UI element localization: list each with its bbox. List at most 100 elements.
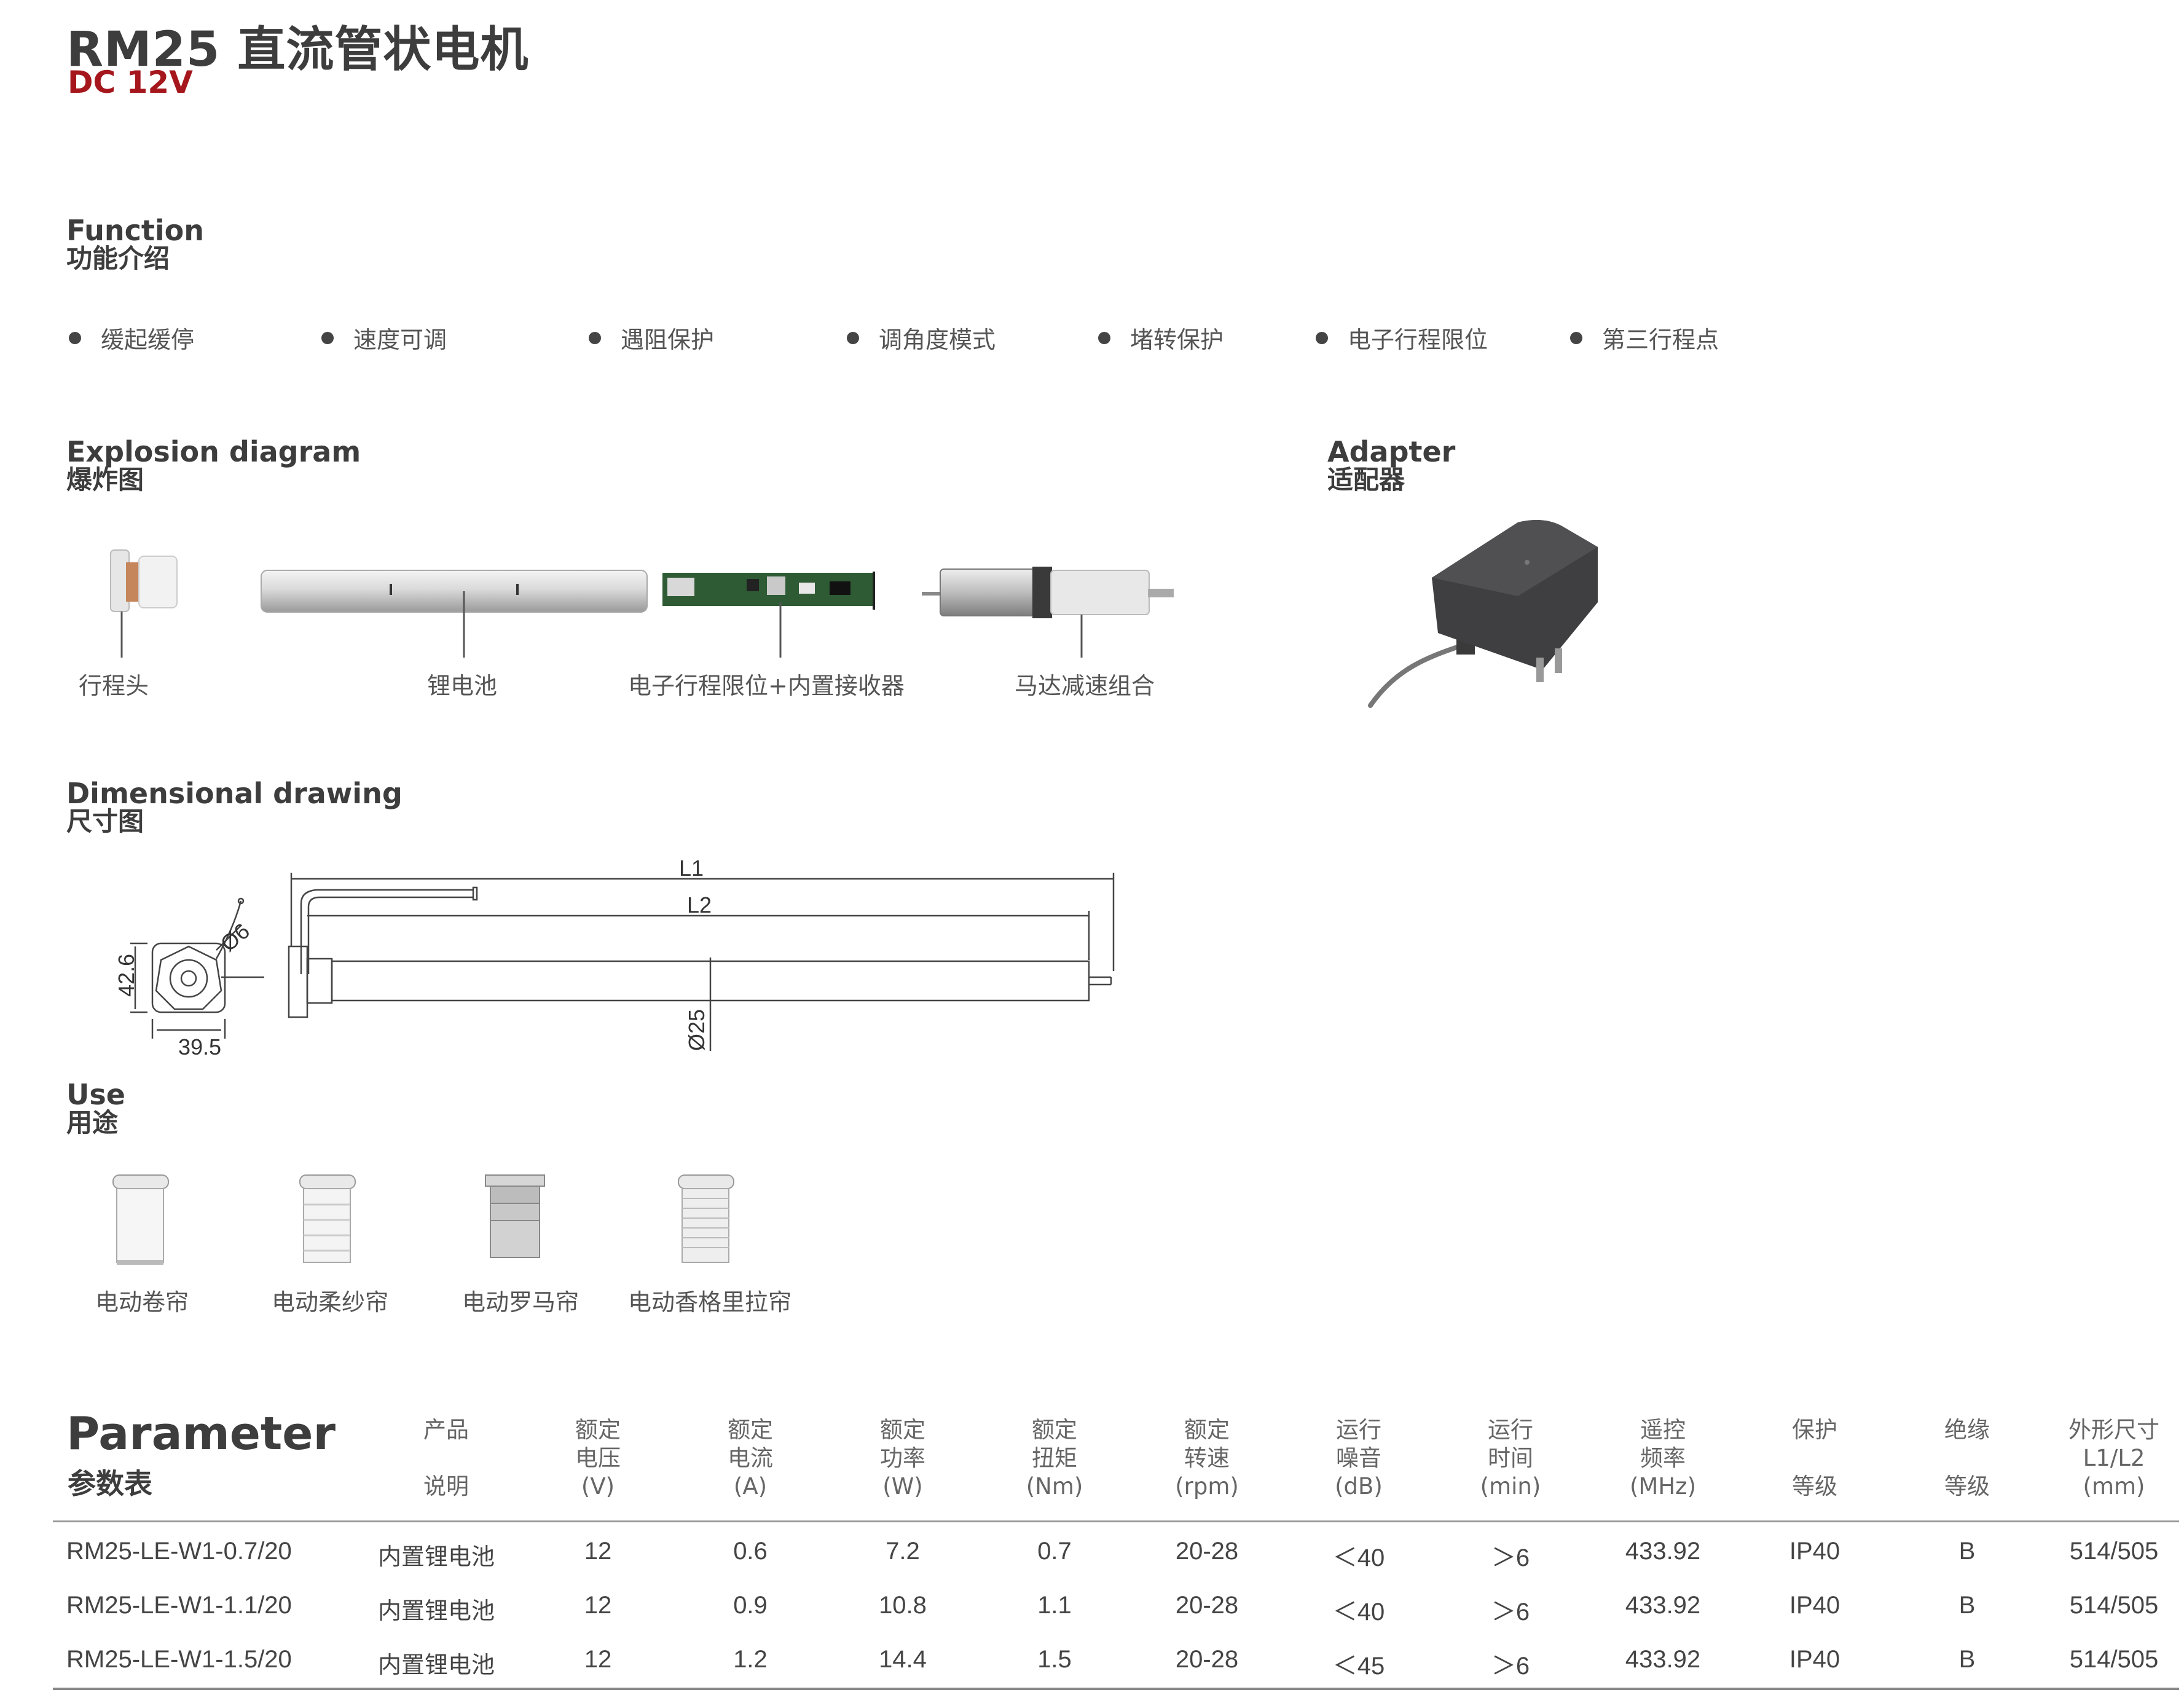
col-header-voltage: 额定电压(V) (575, 1417, 621, 1500)
table-cell-power: 14.4 (879, 1646, 927, 1673)
table-cell-dimensions: 514/505 (2069, 1646, 2159, 1673)
table-cell-runtime: ＞6 (1491, 1599, 1530, 1626)
table-cell-current: 0.9 (733, 1592, 768, 1619)
part-label: 马达减速组合 (1015, 672, 1155, 699)
table-cell-noise: ＜40 (1332, 1544, 1385, 1571)
pcb-receiver-part (662, 572, 875, 658)
table-cell-torque: 1.1 (1037, 1592, 1072, 1619)
table-cell-insulation: B (1958, 1538, 1976, 1565)
table-cell-insulation: B (1958, 1592, 1976, 1619)
bullet-icon (1316, 331, 1328, 344)
battery-tube-part (261, 570, 648, 658)
table-cell-note: 内置锂电池 (377, 1597, 495, 1624)
use-label: 电动罗马帘 (462, 1289, 579, 1316)
function-item: 调角度模式 (847, 321, 996, 355)
table-cell-runtime: ＞6 (1491, 1544, 1530, 1571)
part-label: 电子行程限位+内置接收器 (628, 672, 905, 699)
table-cell-voltage: 12 (584, 1538, 612, 1565)
adapter-heading: Adapter 适配器 (1327, 435, 1456, 495)
table-cell-model: RM25-LE-W1-0.7/20 (66, 1538, 292, 1565)
table-cell-noise: ＜40 (1332, 1599, 1385, 1626)
adapter-image (1368, 520, 1598, 708)
col-header-runtime: 运行时间(min) (1480, 1417, 1541, 1500)
table-cell-model: RM25-LE-W1-1.5/20 (66, 1646, 292, 1673)
function-heading: Function 功能介绍 (66, 214, 205, 273)
col-header-frequency: 遥控频率(MHz) (1629, 1417, 1697, 1500)
table-cell-protection: IP40 (1789, 1538, 1840, 1565)
col-header-insulation: 绝缘 等级 (1944, 1417, 1990, 1500)
dim-l2-label: L2 (687, 892, 712, 918)
travel-head-part (110, 549, 178, 658)
table-cell-voltage: 12 (584, 1592, 612, 1619)
table-cell-protection: IP40 (1789, 1646, 1840, 1673)
bullet-icon (69, 331, 81, 344)
table-cell-voltage: 12 (584, 1646, 612, 1673)
shangri-la-blind-icon (678, 1174, 734, 1263)
col-header-torque: 额定扭矩(Nm) (1026, 1417, 1083, 1500)
explosion-heading: Explosion diagram 爆炸图 (66, 435, 361, 495)
col-header-power: 额定功率(W) (880, 1417, 925, 1500)
table-cell-current: 0.6 (733, 1538, 768, 1565)
table-cell-torque: 0.7 (1037, 1538, 1072, 1565)
table-cell-speed: 20-28 (1175, 1538, 1239, 1565)
function-item: 速度可调 (321, 321, 447, 355)
table-cell-model: RM25-LE-W1-1.1/20 (66, 1592, 292, 1619)
table-cell-note: 内置锂电池 (377, 1543, 495, 1570)
col-header-product: 产品 说明 (423, 1417, 469, 1500)
table-cell-dimensions: 514/505 (2069, 1538, 2159, 1565)
dimensional-heading: Dimensional drawing 尺寸图 (66, 777, 403, 836)
table-cell-frequency: 433.92 (1625, 1592, 1701, 1619)
table-cell-runtime: ＞6 (1491, 1653, 1530, 1680)
part-label: 锂电池 (427, 672, 498, 699)
bullet-icon (847, 331, 859, 344)
dim-l1-label: L1 (679, 855, 704, 881)
roller-blind-icon (112, 1174, 169, 1265)
soft-gauze-blind-icon (299, 1174, 356, 1263)
table-cell-protection: IP40 (1789, 1592, 1840, 1619)
parameter-title: Parameter (66, 1407, 336, 1460)
function-item: 缓起缓停 (69, 321, 194, 355)
part-label: 行程头 (79, 672, 149, 699)
dim-height-label: 42.6 (114, 954, 139, 997)
function-item: 堵转保护 (1098, 321, 1224, 355)
col-header-protection: 保护 等级 (1792, 1417, 1837, 1500)
bullet-icon (589, 331, 601, 344)
use-label: 电动香格里拉帘 (628, 1289, 792, 1316)
table-header-divider (53, 1520, 2179, 1522)
use-heading: Use 用途 (66, 1078, 125, 1138)
bullet-icon (321, 331, 334, 344)
voltage-subtitle: DC 12V (68, 65, 193, 100)
function-item: 遇阻保护 (589, 321, 714, 355)
table-cell-dimensions: 514/505 (2069, 1592, 2159, 1619)
col-header-speed: 额定转速(rpm) (1175, 1417, 1239, 1500)
dim-diameter-25-label: Ø25 (684, 1009, 709, 1051)
table-cell-frequency: 433.92 (1625, 1646, 1701, 1673)
table-cell-speed: 20-28 (1175, 1592, 1239, 1619)
table-cell-power: 10.8 (879, 1592, 927, 1619)
function-item: 电子行程限位 (1316, 321, 1488, 355)
table-bottom-rule (53, 1688, 2179, 1690)
table-cell-speed: 20-28 (1175, 1646, 1239, 1673)
table-cell-power: 7.2 (886, 1538, 920, 1565)
table-cell-noise: ＜45 (1332, 1653, 1385, 1680)
use-label: 电动卷帘 (95, 1289, 189, 1316)
col-header-current: 额定电流(A) (728, 1417, 773, 1500)
table-cell-insulation: B (1958, 1646, 1976, 1673)
bullet-icon (1098, 331, 1110, 344)
function-item: 第三行程点 (1570, 321, 1719, 355)
explosion-diagram (110, 549, 1174, 658)
use-label: 电动柔纱帘 (272, 1289, 389, 1316)
page-title: RM25 直流管状电机 (66, 22, 529, 77)
table-cell-note: 内置锂电池 (377, 1651, 495, 1678)
motor-gear-part (922, 567, 1174, 658)
parameter-subtitle: 参数表 (68, 1467, 152, 1500)
table-cell-current: 1.2 (733, 1646, 768, 1673)
dimensional-drawing: L1 L2 Ø25 Ø6 42.6 39.5 (114, 855, 1115, 1060)
use-icons (112, 1174, 734, 1265)
roman-blind-icon (485, 1174, 545, 1258)
dim-width-label: 39.5 (178, 1034, 221, 1060)
col-header-noise: 运行噪音(dB) (1335, 1417, 1383, 1500)
table-cell-frequency: 433.92 (1625, 1538, 1701, 1565)
bullet-icon (1570, 331, 1582, 344)
